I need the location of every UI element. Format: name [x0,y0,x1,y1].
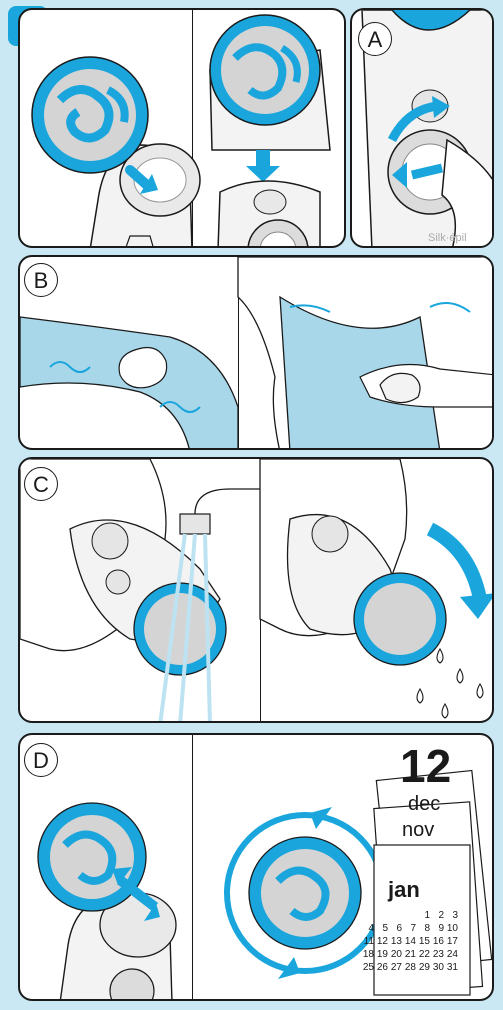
usage-illustration [20,257,494,450]
calendar-day: 13 [388,935,402,948]
calendar-day: 1 [416,909,430,922]
attach-brush-illustration [20,10,346,248]
step-label-c: C [24,467,58,501]
calendar-day [388,909,402,922]
calendar-day: 23 [430,948,444,961]
calendar-day: 3 [444,909,458,922]
calendar-day: 15 [416,935,430,948]
calendar-day: 16 [430,935,444,948]
step-label-b: B [24,263,58,297]
calendar-day: 5 [374,922,388,935]
calendar-day: 28 [402,961,416,974]
calendar-day: 21 [402,948,416,961]
calendar-day [374,909,388,922]
down-arrow-icon [256,150,270,166]
calendar-day: 4 [360,922,374,935]
calendar-big-day: 12 [400,739,451,793]
calendar-day: 9 [430,922,444,935]
calendar-day: 7 [402,922,416,935]
calendar-day: 17 [444,935,458,948]
calendar-day: 12 [374,935,388,948]
calendar-day: 24 [444,948,458,961]
panel-c-rinse: C [18,457,494,723]
calendar-day: 30 [430,961,444,974]
calendar-day: 29 [416,961,430,974]
calendar-day: 19 [374,948,388,961]
step-label-d: D [24,743,58,777]
panel-b-usage: B [18,255,494,450]
calendar-day: 6 [388,922,402,935]
calendar-day: 31 [444,961,458,974]
brand-logo: Silk·épil [428,232,467,244]
rinse-illustration [20,459,494,723]
calendar-day: 26 [374,961,388,974]
shake-arrow-icon [430,529,480,599]
calendar-month-jan: jan [388,877,420,903]
panel-a-switch-on: A Silk·épil [350,8,494,248]
calendar-day [402,909,416,922]
tap-icon [180,514,210,534]
calendar-day: 2 [430,909,444,922]
step-label-a: A [358,22,392,56]
calendar-day: 22 [416,948,430,961]
calendar-day: 25 [360,961,374,974]
calendar-day: 11 [360,935,374,948]
calendar-day: 27 [388,961,402,974]
calendar-day [360,909,374,922]
calendar-day: 10 [444,922,458,935]
calendar-day: 8 [416,922,430,935]
panel-attach-brush [18,8,346,248]
calendar-month-dec: dec [408,793,440,816]
calendar-day: 18 [360,948,374,961]
calendar-day: 20 [388,948,402,961]
water-drops-icon [417,649,483,718]
calendar-day: 14 [402,935,416,948]
calendar-month-nov: nov [402,819,434,842]
